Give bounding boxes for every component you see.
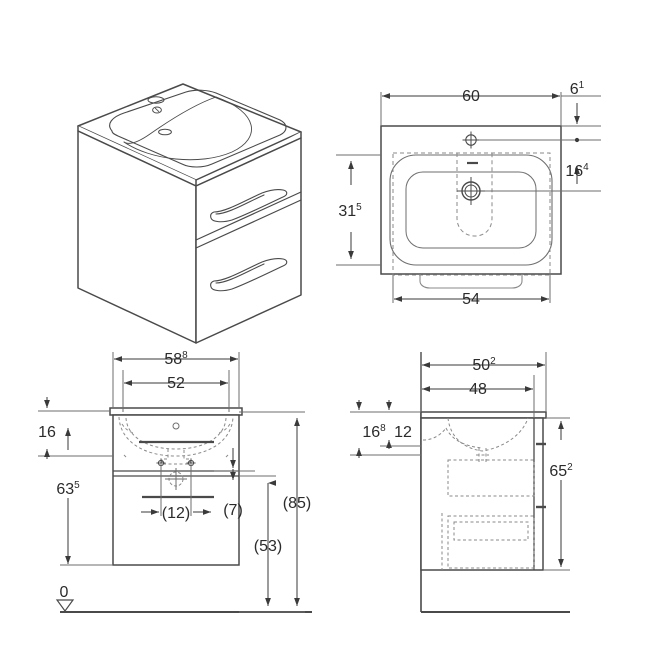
front-corner-ticks — [123, 454, 229, 458]
plan-cabinet-width-label: 54 — [462, 291, 480, 308]
drain-plan — [457, 177, 485, 205]
washbasin-bowl-inner — [123, 96, 252, 161]
lower-drawer-handle — [210, 258, 288, 292]
side-dimension-labels: 502 48 168 12 652 — [362, 356, 573, 480]
drawer-divider-lines — [195, 191, 302, 249]
side-elevation-view — [350, 352, 570, 613]
front-cabinet-height-label: 635 — [56, 480, 80, 498]
side-upper-drawer-box — [447, 459, 535, 497]
front-tap-hole — [172, 422, 180, 430]
side-depth-label: 502 — [472, 356, 496, 374]
tap-hole — [152, 106, 162, 114]
side-dimension-lines — [350, 352, 570, 571]
front-basin-slab — [109, 407, 243, 416]
front-drawer-inner-width-label: 52 — [167, 375, 185, 392]
side-basin-height-ref-label: 12 — [394, 424, 412, 441]
side-cabinet-depth-label: 48 — [469, 381, 487, 398]
front-drain-crosshair — [165, 468, 187, 490]
front-cabinet-width-label: 588 — [164, 350, 188, 368]
plan-dimension-lines — [336, 92, 601, 303]
front-small-ref-label: (7) — [223, 502, 243, 519]
side-basin-hidden-profile — [422, 417, 529, 462]
plan-tap-to-drain-label: 164 — [565, 162, 589, 180]
washbasin-bowl-outline — [109, 89, 287, 168]
front-fixing-spacing-label: (12) — [162, 505, 190, 522]
side-cabinet-body — [420, 417, 544, 571]
basin-bowl-plan-outer — [389, 154, 553, 266]
plan-rear-offset-label: 61 — [570, 80, 585, 98]
siphon-hidden-outline — [456, 153, 493, 237]
plan-depth-label: 315 — [338, 202, 362, 220]
side-basin-slab — [420, 411, 547, 419]
side-cabinet-height-label: 652 — [549, 462, 573, 480]
cabinet-plan-hidden-outline — [392, 152, 551, 276]
drain-outlet — [158, 128, 172, 136]
overflow-slot — [147, 96, 165, 104]
front-basin-height-label: 16 — [38, 424, 56, 441]
front-total-height-label: (85) — [283, 495, 311, 512]
upper-drawer-handle — [210, 189, 288, 223]
floor-datum-marker — [55, 599, 75, 613]
front-cabinet-body — [112, 414, 240, 566]
plan-width-label: 60 — [462, 88, 480, 105]
front-dimension-lines — [38, 352, 305, 613]
isometric-view — [77, 83, 302, 344]
front-rail-plan — [419, 274, 523, 289]
plan-dimension-labels: 60 61 164 315 54 — [338, 80, 589, 308]
front-elevation-view — [38, 352, 312, 613]
front-basin-hidden-outline — [118, 416, 234, 465]
basin-bowl-plan-inner — [405, 171, 537, 249]
front-datum-label: 0 — [60, 584, 69, 601]
front-floor-to-cabinet-label: (53) — [254, 538, 282, 555]
plan-view — [336, 92, 601, 303]
side-lower-drawer-box — [441, 513, 535, 570]
side-basin-depth-ref-label: 168 — [362, 423, 386, 441]
front-dimension-labels: 588 52 16 635 (12) (7) (53) (85) 0 — [38, 350, 311, 601]
